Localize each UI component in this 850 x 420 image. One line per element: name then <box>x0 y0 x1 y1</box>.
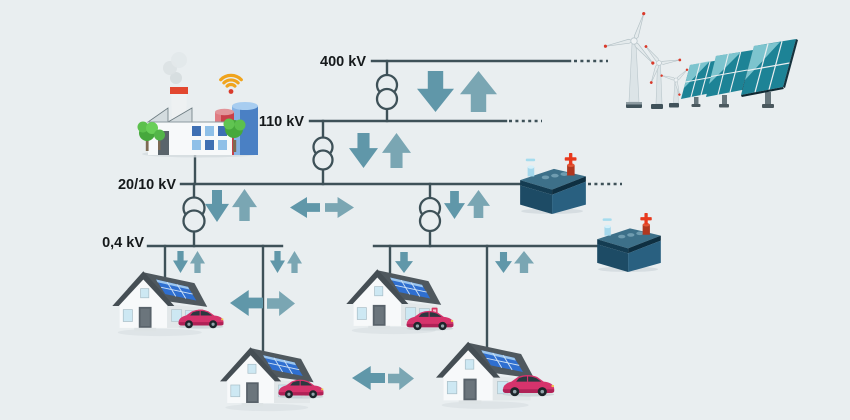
arrow-left-icon <box>290 197 320 218</box>
voltage-label-04kv: 0,4 kV <box>102 235 144 251</box>
transformer-2010-04-right <box>418 196 442 233</box>
arrow-up-icon <box>514 251 534 273</box>
arrow-left-icon <box>230 290 263 316</box>
voltage-label-400kv: 400 kV <box>320 54 366 70</box>
house-icon <box>220 346 315 412</box>
wind-farm <box>603 12 689 109</box>
arrow-up-icon <box>382 133 411 168</box>
wind-turbine-icon <box>644 45 682 109</box>
house-icon <box>436 341 535 410</box>
arrow-up-icon <box>460 71 497 112</box>
arrow-up-icon <box>232 189 257 221</box>
chimney-band <box>170 87 188 94</box>
arrow-down-icon <box>417 71 454 112</box>
transformer-400-110 <box>375 73 399 111</box>
arrow-down-icon <box>205 190 229 222</box>
voltage-label-110kv: 110 kV <box>259 114 304 130</box>
arrow-down-icon <box>173 251 188 273</box>
wind-turbine-icon <box>660 68 689 108</box>
transformer-2010-04-left <box>182 196 206 233</box>
arrow-right-icon <box>325 197 354 218</box>
arrow-left-icon <box>352 366 385 390</box>
solar-panel-icon <box>706 50 755 108</box>
transformer-110-2010 <box>312 136 334 171</box>
arrow-right-icon <box>267 291 295 316</box>
arrow-down-icon <box>444 191 465 219</box>
grid-wires <box>146 59 622 354</box>
arrow-up-icon <box>190 251 205 273</box>
arrow-down-icon <box>270 251 285 273</box>
solar-farm <box>681 39 798 108</box>
wind-turbine-icon <box>603 12 655 108</box>
arrow-down-icon <box>495 252 512 273</box>
factory-icon <box>137 52 258 158</box>
wifi-icon <box>219 73 243 94</box>
arrow-down-icon <box>395 252 413 273</box>
arrow-up-icon <box>287 251 302 273</box>
voltage-label-2010kv: 20/10 kV <box>118 177 176 193</box>
solar-panel-icon <box>741 39 798 108</box>
arrow-down-icon <box>349 133 378 168</box>
arrow-up-icon <box>467 190 490 218</box>
battery-icon <box>520 153 586 214</box>
arrow-right-icon <box>388 367 414 390</box>
battery-icon <box>597 213 661 272</box>
